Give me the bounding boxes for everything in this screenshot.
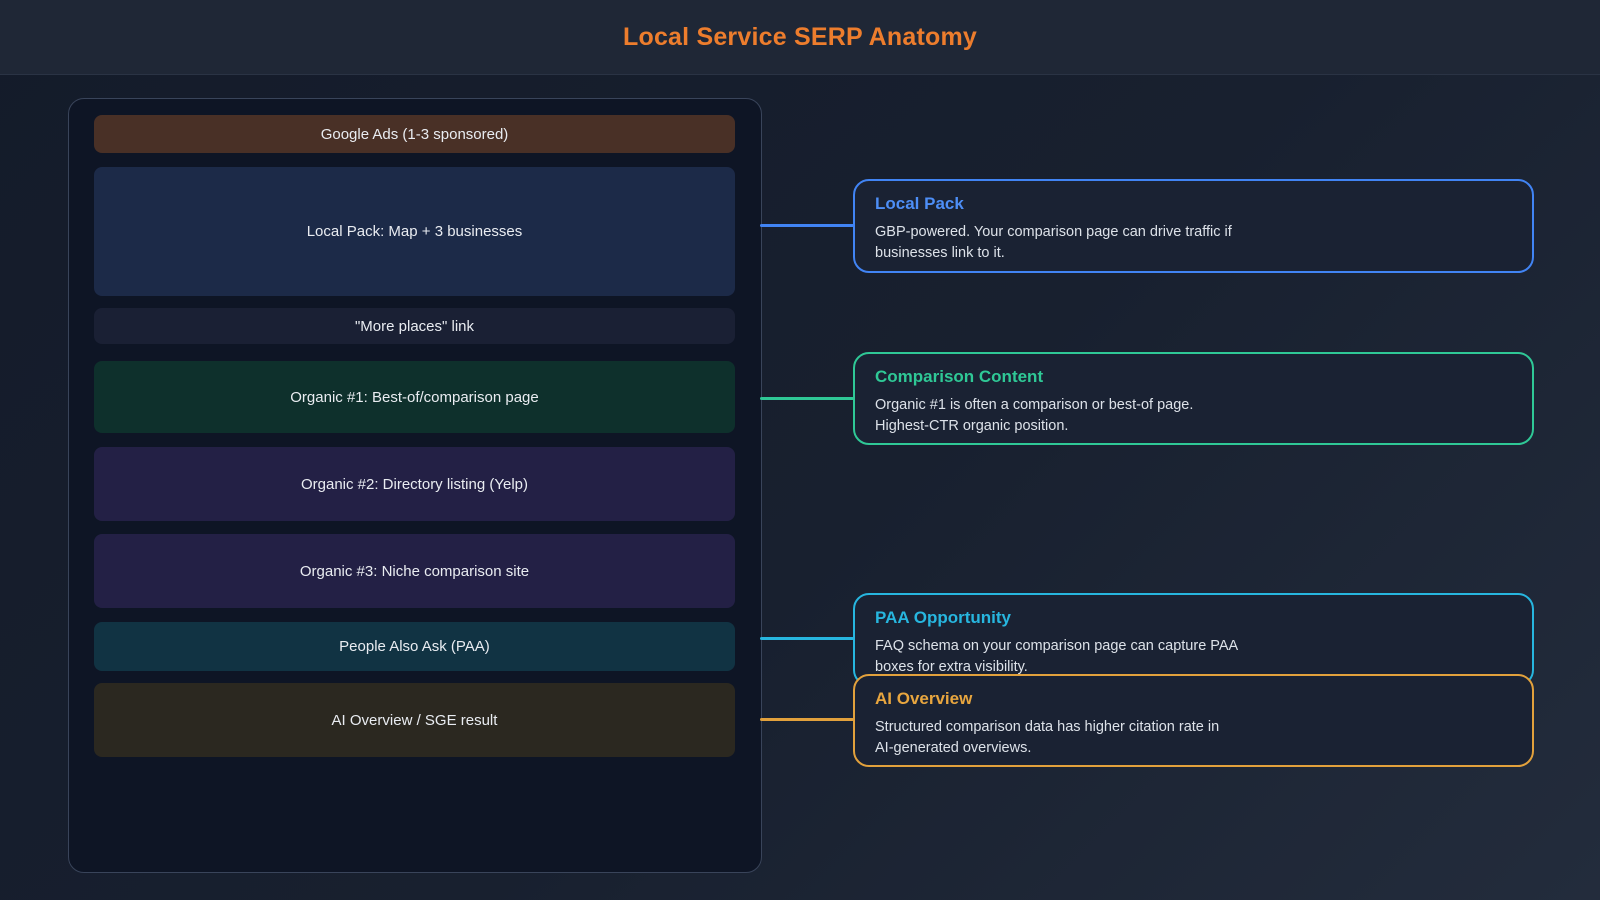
callout-body-line: FAQ schema on your comparison page can c… [875, 638, 1239, 654]
page-title: Local Service SERP Anatomy [623, 22, 977, 51]
connector-local-pack [760, 224, 854, 227]
callout-comparison-content: Comparison Content Organic #1 is often a… [853, 352, 1534, 445]
callout-title: Local Pack [875, 194, 964, 213]
callout-body-line: AI-generated overviews. [875, 739, 1032, 756]
callout-title: PAA Opportunity [875, 608, 1011, 627]
serp-item-label: Organic #2: Directory listing (Yelp) [300, 475, 529, 493]
callout-local-pack: Local Pack GBP-powered. Your comparison … [853, 179, 1534, 273]
callout-body-line: businesses link to it. [875, 244, 1005, 261]
serp-item-label: Local Pack: Map + 3 businesses [306, 223, 523, 240]
serp-item-google-ads: Google Ads (1-3 sponsored) [94, 115, 735, 153]
serp-item-label: AI Overview / SGE result [331, 711, 498, 729]
connector-comparison-content [760, 397, 854, 400]
serp-item-ai-overview: AI Overview / SGE result [94, 683, 735, 757]
serp-item-organic-2: Organic #2: Directory listing (Yelp) [94, 447, 735, 521]
connector-paa-opportunity [760, 637, 854, 640]
callout-paa-opportunity: PAA Opportunity FAQ schema on your compa… [853, 593, 1534, 686]
header-bar: Local Service SERP Anatomy [0, 0, 1600, 75]
serp-item-label: "More places" link [354, 317, 475, 335]
serp-item-more-places: "More places" link [94, 308, 735, 344]
connector-ai-overview [760, 718, 854, 721]
callout-body: FAQ schema on your comparison page can c… [875, 636, 1512, 677]
serp-item-label: People Also Ask (PAA) [339, 638, 490, 655]
serp-item-organic-3: Organic #3: Niche comparison site [94, 534, 735, 608]
callout-body-line: boxes for extra visibility. [875, 658, 1028, 675]
serp-item-label: Google Ads (1-3 sponsored) [320, 125, 509, 143]
callout-body: GBP-powered. Your comparison page can dr… [875, 222, 1512, 263]
callout-title: AI Overview [875, 689, 973, 708]
callout-body-line: GBP-powered. Your comparison page can dr… [875, 224, 1232, 240]
callout-body-line: Highest-CTR organic position. [875, 417, 1069, 434]
callout-body-line: Structured comparison data has higher ci… [875, 719, 1220, 735]
callout-title: Comparison Content [875, 367, 1044, 386]
serp-item-paa: People Also Ask (PAA) [94, 622, 735, 671]
callout-body: Structured comparison data has higher ci… [875, 717, 1512, 758]
serp-item-organic-1: Organic #1: Best-of/comparison page [94, 361, 735, 433]
callout-body: Organic #1 is often a comparison or best… [875, 395, 1512, 436]
serp-item-label: Organic #3: Niche comparison site [299, 562, 530, 580]
serp-stack-panel: Google Ads (1-3 sponsored) Local Pack: M… [68, 98, 762, 873]
serp-item-label: Organic #1: Best-of/comparison page [290, 388, 539, 406]
callout-body-line: Organic #1 is often a comparison or best… [875, 397, 1194, 413]
serp-item-local-pack: Local Pack: Map + 3 businesses [94, 167, 735, 296]
callout-ai-overview: AI Overview Structured comparison data h… [853, 674, 1534, 767]
